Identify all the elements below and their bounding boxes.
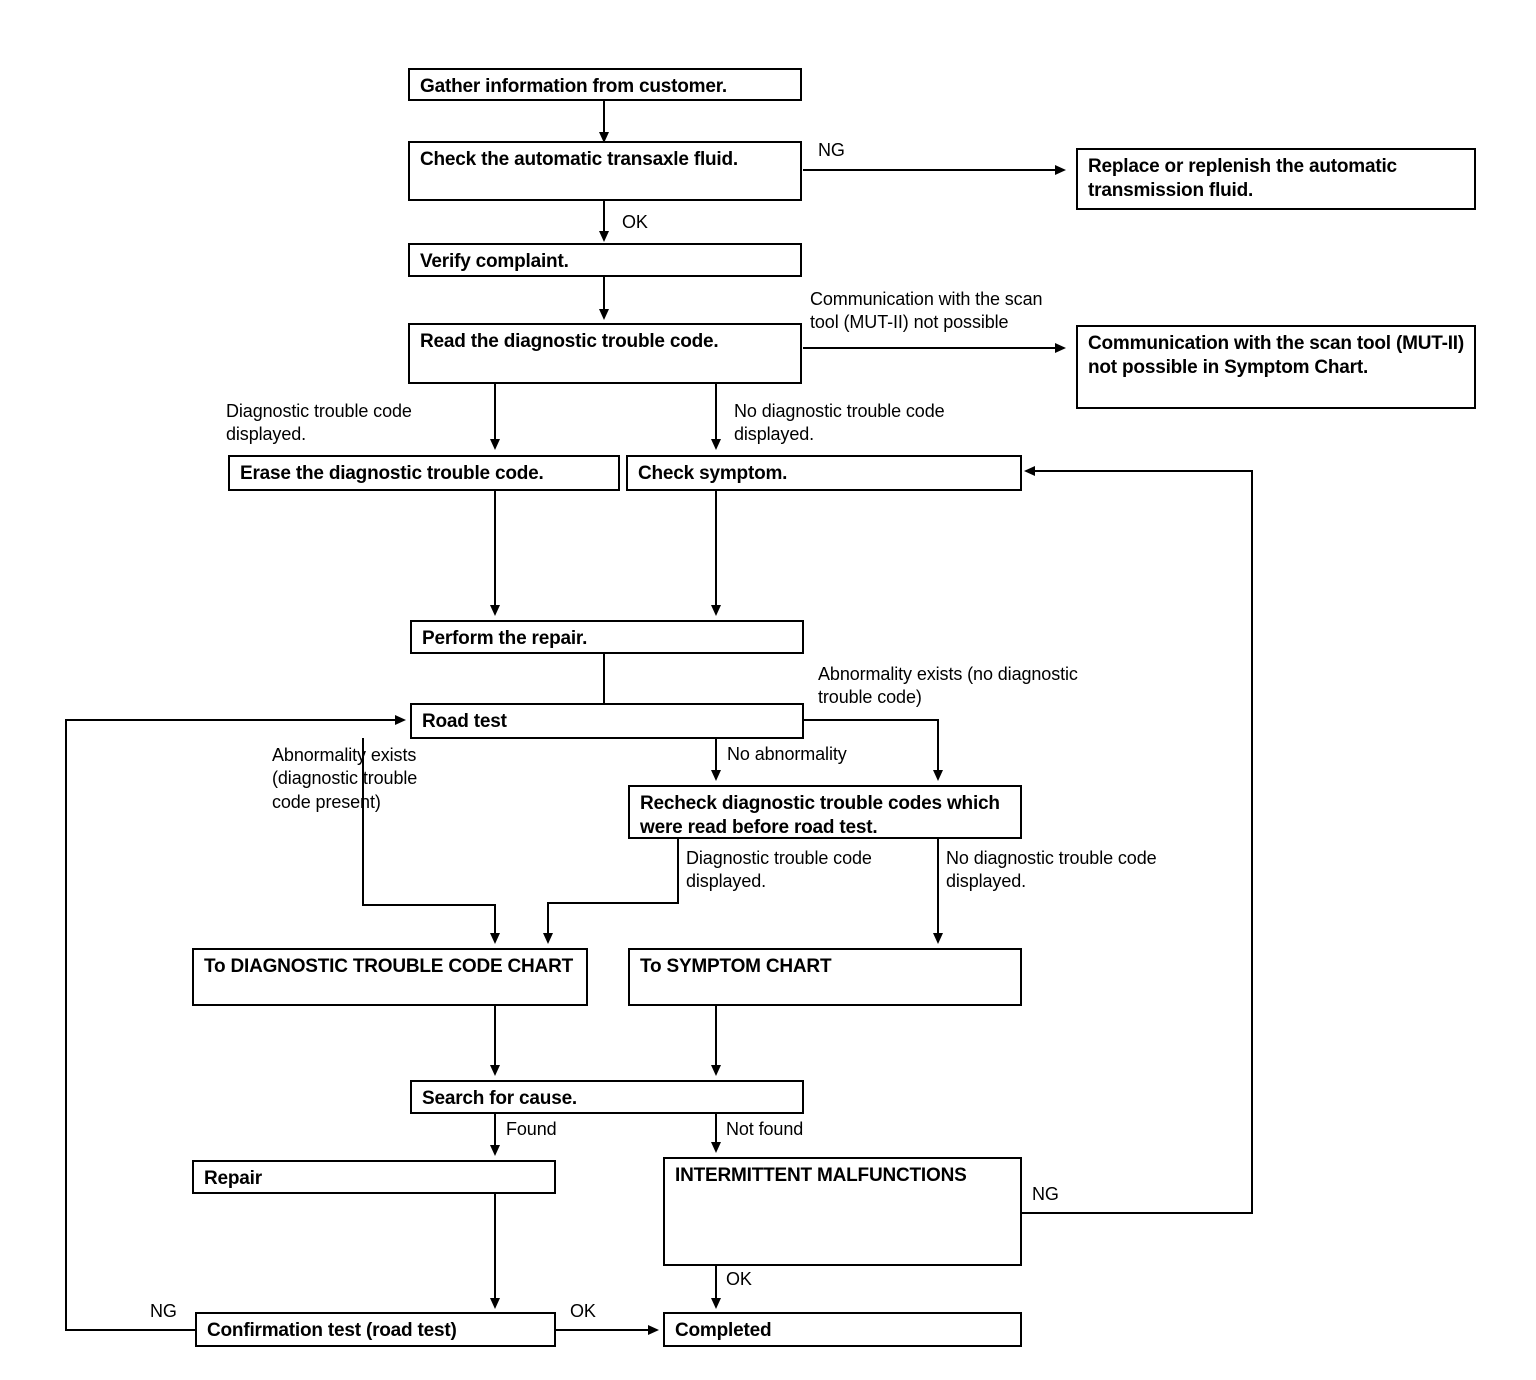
node-to-symptom-chart: To SYMPTOM CHART xyxy=(628,948,1022,1006)
node-check-transaxle-fluid: Check the automatic transaxle fluid. xyxy=(408,141,802,201)
edge-label-no-abnormality: No abnormality xyxy=(727,744,847,764)
node-intermittent-malfunctions: INTERMITTENT MALFUNCTIONS xyxy=(663,1157,1022,1266)
edge-label-dtc-displayed: Diagnostic trouble code displayed. xyxy=(226,401,412,445)
node-recheck-diagnostic-trouble-codes: Recheck diagnostic trouble codes which w… xyxy=(628,785,1022,839)
edge-label-communication-not-possible: Communication with the scan tool (MUT-II… xyxy=(810,289,1043,333)
node-to-diagnostic-trouble-code-chart: To DIAGNOSTIC TROUBLE CODE CHART xyxy=(192,948,588,1006)
edge-label-ng-fluid: NG xyxy=(818,140,845,160)
edge-label-not-found: Not found xyxy=(726,1119,804,1139)
node-repair: Repair xyxy=(192,1160,556,1194)
node-erase-diagnostic-trouble-code: Erase the diagnostic trouble code. xyxy=(228,455,620,491)
edge-label-found: Found xyxy=(506,1119,557,1139)
node-gather-information: Gather information from customer. xyxy=(408,68,802,101)
node-search-for-cause: Search for cause. xyxy=(410,1080,804,1114)
node-communication-not-possible: Communication with the scan tool (MUT-II… xyxy=(1076,325,1476,409)
node-replace-replenish-fluid: Replace or replenish the automatic trans… xyxy=(1076,148,1476,210)
edge-label-ng-intermittent: NG xyxy=(1032,1184,1059,1204)
node-check-symptom: Check symptom. xyxy=(626,455,1022,491)
node-perform-the-repair: Perform the repair. xyxy=(410,620,804,654)
node-confirmation-test: Confirmation test (road test) xyxy=(195,1312,556,1347)
edge-label-ng-confirm: NG xyxy=(150,1301,177,1321)
node-read-diagnostic-trouble-code: Read the diagnostic trouble code. xyxy=(408,323,802,384)
edge-label-no-dtc-displayed: No diagnostic trouble code displayed. xyxy=(734,401,945,445)
edge-label-no-dtc-displayed-2: No diagnostic trouble code displayed. xyxy=(946,848,1157,892)
node-road-test: Road test xyxy=(410,703,804,739)
edge-label-ok-intermittent: OK xyxy=(726,1269,752,1289)
edge-label-ok-fluid: OK xyxy=(622,212,648,232)
edge-label-ok-confirm: OK xyxy=(570,1301,596,1321)
edge-label-abnormality-dtc-present: Abnormality exists (diagnostic trouble c… xyxy=(272,745,418,812)
node-completed: Completed xyxy=(663,1312,1022,1347)
edge-label-abnormality-no-dtc: Abnormality exists (no diagnostic troubl… xyxy=(818,664,1078,708)
node-verify-complaint: Verify complaint. xyxy=(408,243,802,277)
edge-label-dtc-displayed-2: Diagnostic trouble code displayed. xyxy=(686,848,872,892)
